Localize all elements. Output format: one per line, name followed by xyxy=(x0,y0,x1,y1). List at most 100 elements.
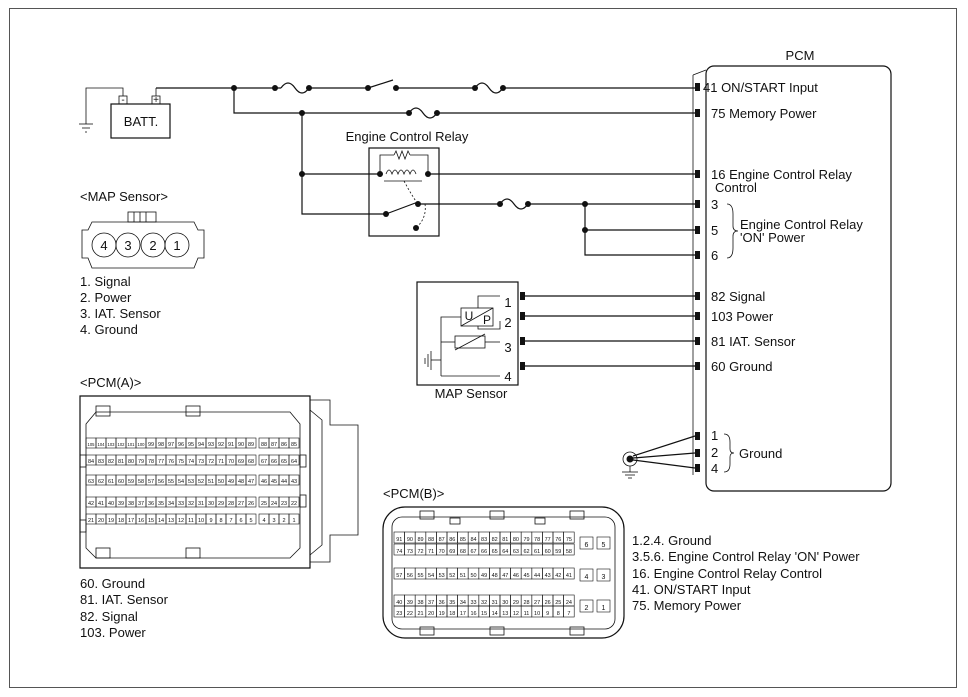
svg-text:77: 77 xyxy=(545,537,551,543)
svg-text:74: 74 xyxy=(396,549,402,555)
svg-text:95: 95 xyxy=(188,442,194,448)
svg-text:44: 44 xyxy=(281,479,287,485)
pcm-a-pin: 43 xyxy=(288,474,300,486)
map-pin-3: 3 xyxy=(504,340,511,355)
pcm-a-pin: 76 xyxy=(165,454,177,466)
pcm-a-pin: 33 xyxy=(175,496,187,508)
svg-text:68: 68 xyxy=(460,549,466,555)
pcm-b-pin: 57 xyxy=(393,567,405,580)
on-power-label: Engine Control Relay xyxy=(740,217,863,232)
svg-text:77: 77 xyxy=(158,459,164,465)
svg-text:67: 67 xyxy=(261,459,267,465)
pcm-b-pin: 8 xyxy=(552,605,564,618)
pcm-b-side-pin: 6 xyxy=(579,536,594,550)
svg-text:22: 22 xyxy=(291,501,297,507)
pcm-a-pin: 98 xyxy=(155,437,167,449)
svg-text:65: 65 xyxy=(281,459,287,465)
pcm-a-pin: 31 xyxy=(195,496,207,508)
svg-text:37: 37 xyxy=(428,600,434,606)
pcm-a-pin: 45 xyxy=(268,474,280,486)
svg-text:52: 52 xyxy=(198,479,204,485)
pcm-b-pin: 23 xyxy=(393,605,405,618)
svg-text:5: 5 xyxy=(249,518,252,524)
map-connector-title: <MAP Sensor> xyxy=(80,189,168,204)
pcm-a-legend-4: 103. Power xyxy=(80,625,146,640)
pcm-b-pin: 59 xyxy=(552,543,564,556)
svg-text:15: 15 xyxy=(481,611,487,617)
svg-text:78: 78 xyxy=(148,459,154,465)
pcm-b-pin: 85 xyxy=(457,531,469,544)
pcm-b-pin: 50 xyxy=(467,567,480,580)
pcm-terminal-16-cont: Control xyxy=(715,180,757,195)
pcm-a-pin: 30 xyxy=(205,496,217,508)
svg-text:39: 39 xyxy=(118,501,124,507)
pcm-a-pin: 92 xyxy=(215,437,227,449)
pcm-b-pin: 34 xyxy=(457,594,469,607)
pcm-a-pin: 11 xyxy=(185,513,197,525)
battery-plus: + xyxy=(153,95,159,106)
pcm-a-pin: 59 xyxy=(125,474,137,486)
svg-text:71: 71 xyxy=(218,459,224,465)
pcm-b-pin: 39 xyxy=(404,594,416,607)
svg-text:55: 55 xyxy=(417,573,423,579)
pcm-b-pin: 82 xyxy=(489,531,501,544)
pcm-b-pin: 45 xyxy=(520,567,533,580)
pcm-a-pin: 55 xyxy=(165,474,177,486)
pcm-b-pin: 69 xyxy=(446,543,458,556)
pcm-a-pin: 17 xyxy=(125,513,137,525)
svg-text:59: 59 xyxy=(555,549,561,555)
pcm-a-pin: 101 xyxy=(125,437,137,449)
pcm-b-pin: 54 xyxy=(425,567,437,580)
svg-text:59: 59 xyxy=(128,479,134,485)
svg-text:23: 23 xyxy=(281,501,287,507)
pcm-b-pin: 29 xyxy=(510,594,522,607)
svg-text:61: 61 xyxy=(108,479,114,485)
pcm-a-pin: 7 xyxy=(225,513,237,525)
pcm-b-pin: 33 xyxy=(467,594,480,607)
pcm-b-pin: 75 xyxy=(563,531,575,544)
pcm-a-pin: 68 xyxy=(245,454,257,466)
svg-text:50: 50 xyxy=(218,479,224,485)
svg-text:11: 11 xyxy=(524,611,530,617)
svg-text:84: 84 xyxy=(470,537,476,543)
svg-text:46: 46 xyxy=(513,573,519,579)
svg-text:99: 99 xyxy=(148,442,154,448)
svg-text:54: 54 xyxy=(178,479,184,485)
svg-text:35: 35 xyxy=(158,501,164,507)
svg-text:10: 10 xyxy=(198,518,204,524)
pcm-b-pin: 27 xyxy=(531,594,543,607)
svg-text:87: 87 xyxy=(271,442,277,448)
svg-text:103: 103 xyxy=(108,442,116,447)
pcm-b-pin: 86 xyxy=(446,531,458,544)
pcm-a-pin: 104 xyxy=(95,437,107,449)
svg-text:89: 89 xyxy=(417,537,423,543)
pcm-a-pin: 67 xyxy=(258,454,270,466)
svg-text:57: 57 xyxy=(148,479,154,485)
pcm-a-pin: 50 xyxy=(215,474,227,486)
pcm-b-pin: 77 xyxy=(542,531,554,544)
svg-text:14: 14 xyxy=(158,518,164,524)
svg-text:12: 12 xyxy=(178,518,184,524)
svg-text:97: 97 xyxy=(168,442,174,448)
pcm-a-pin: 58 xyxy=(135,474,147,486)
pcm-a-pin: 16 xyxy=(135,513,147,525)
pcm-b-pin: 83 xyxy=(478,531,490,544)
svg-text:45: 45 xyxy=(523,573,529,579)
svg-text:20: 20 xyxy=(98,518,104,524)
map-pin-4: 4 xyxy=(504,369,511,384)
pcm-b-pin: 62 xyxy=(520,543,533,556)
pcm-b-pin: 35 xyxy=(446,594,458,607)
map-legend-2: 2. Power xyxy=(80,290,132,305)
svg-text:69: 69 xyxy=(449,549,455,555)
svg-text:33: 33 xyxy=(178,501,184,507)
map-conn-pin-4: 4 xyxy=(100,238,107,253)
pcm-a-pin: 8 xyxy=(215,513,227,525)
pcm-b-pin: 53 xyxy=(436,567,448,580)
svg-text:7: 7 xyxy=(567,611,570,617)
pcm-a-pin: 61 xyxy=(105,474,117,486)
pcm-b-pin: 61 xyxy=(531,543,543,556)
pcm-a-pin: 103 xyxy=(105,437,117,449)
pcm-b-pin: 12 xyxy=(510,605,522,618)
svg-text:48: 48 xyxy=(238,479,244,485)
